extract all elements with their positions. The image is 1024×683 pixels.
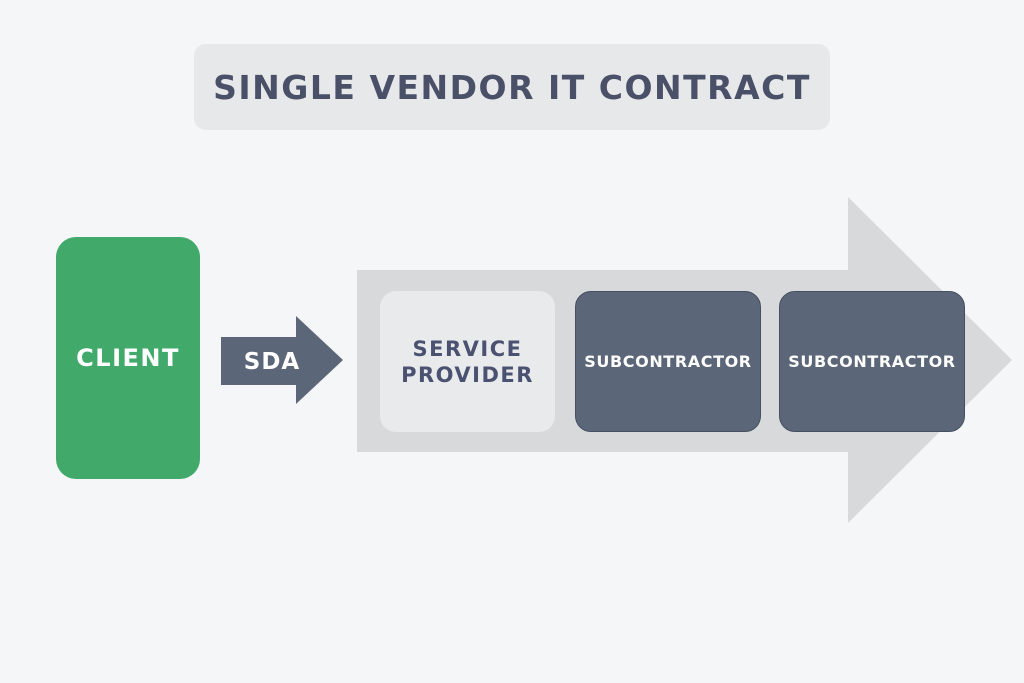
title-banner: SINGLE VENDOR IT CONTRACT [194,44,830,130]
subcontractor-box: SUBCONTRACTOR [575,291,761,432]
client-box: CLIENT [56,237,200,479]
sda-arrow [221,316,343,404]
subcontractor-box: SUBCONTRACTOR [779,291,965,432]
subcontractor-label: SUBCONTRACTOR [788,352,956,371]
client-label: CLIENT [76,344,180,372]
service-provider-label: SERVICE PROVIDER [401,336,534,387]
subcontractor-label: SUBCONTRACTOR [584,352,752,371]
service-provider-box: SERVICE PROVIDER [380,291,555,432]
diagram-title: SINGLE VENDOR IT CONTRACT [213,67,811,107]
sda-label: SDA [243,349,301,375]
